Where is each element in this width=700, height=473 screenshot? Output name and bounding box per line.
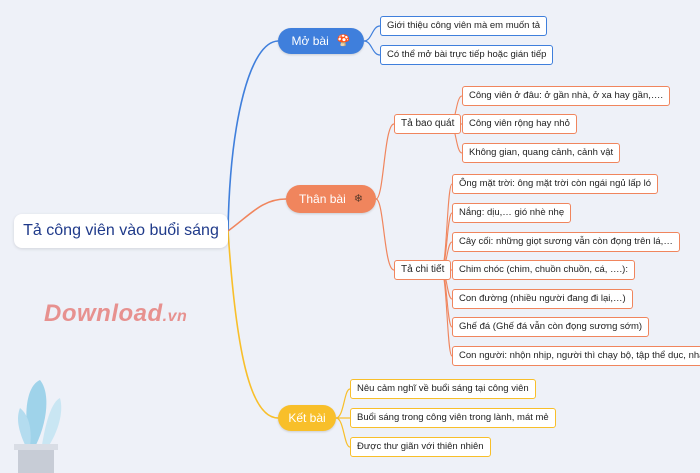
leaf-bao-quat-1[interactable]: Công viên ở đâu: ở gần nhà, ở xa hay gần… bbox=[462, 86, 671, 106]
leaf-bao-quat-3[interactable]: Không gian, quang cảnh, cảnh vật bbox=[462, 143, 621, 163]
leaf-chi-tiet-7[interactable]: Con người: nhộn nhịp, người thì chạy bộ,… bbox=[452, 346, 700, 366]
branch-ket-bai[interactable]: Kết bài bbox=[278, 405, 336, 431]
leaf-ket-bai-1[interactable]: Nêu cảm nghĩ về buổi sáng tại công viên bbox=[350, 379, 536, 399]
branch-ket-bai-label: Kết bài bbox=[288, 411, 326, 425]
leaf-mo-bai-1[interactable]: Giới thiệu công viên mà em muốn tả bbox=[380, 16, 548, 36]
leaf-ket-bai-2[interactable]: Buổi sáng trong công viên trong lành, má… bbox=[350, 408, 556, 428]
snowflake-icon: ❄ bbox=[353, 192, 363, 205]
subtopic-ta-chi-tiet[interactable]: Tả chi tiết bbox=[394, 260, 452, 280]
branch-mo-bai[interactable]: Mở bài 🍄 bbox=[278, 28, 364, 54]
leaf-mo-bai-2[interactable]: Có thể mở bài trực tiếp hoặc gián tiếp bbox=[380, 45, 554, 65]
leaf-chi-tiet-5[interactable]: Con đường (nhiều người đang đi lại,…) bbox=[452, 289, 633, 309]
watermark-suffix: .vn bbox=[162, 308, 188, 325]
leaf-chi-tiet-4[interactable]: Chim chóc (chim, chuồn chuồn, cá, ….): bbox=[452, 260, 635, 280]
leaf-bao-quat-2[interactable]: Công viên rộng hay nhỏ bbox=[462, 114, 577, 134]
plant-decoration-icon bbox=[14, 380, 62, 473]
watermark-brand: Download bbox=[44, 300, 163, 327]
leaf-chi-tiet-3[interactable]: Cây cối: những giọt sương vẫn còn đọng t… bbox=[452, 232, 680, 252]
mushroom-icon: 🍄 bbox=[336, 34, 351, 47]
root-topic[interactable]: Tả công viên vào buổi sáng bbox=[14, 214, 228, 248]
leaf-ket-bai-3[interactable]: Được thư giãn với thiên nhiên bbox=[350, 437, 491, 457]
branch-than-bai-label: Thân bài bbox=[299, 192, 346, 206]
watermark-logo: Download.vn bbox=[44, 300, 187, 328]
leaf-chi-tiet-1[interactable]: Ông mặt trời: ông mặt trời còn ngái ngủ … bbox=[452, 174, 658, 194]
branch-mo-bai-label: Mở bài bbox=[291, 34, 329, 48]
leaf-chi-tiet-6[interactable]: Ghế đá (Ghế đá vẫn còn đọng sương sớm) bbox=[452, 317, 650, 337]
branch-than-bai[interactable]: Thân bài ❄ bbox=[286, 185, 376, 213]
leaf-chi-tiet-2[interactable]: Nắng: dịu,… gió nhè nhẹ bbox=[452, 203, 572, 223]
subtopic-ta-bao-quat[interactable]: Tả bao quát bbox=[394, 114, 462, 134]
